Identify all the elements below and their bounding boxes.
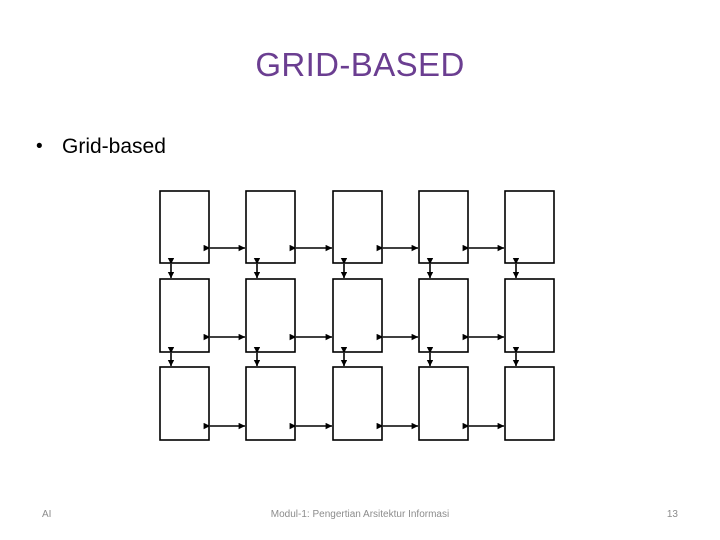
grid-node	[418, 278, 469, 353]
grid-node	[418, 366, 469, 441]
grid-node	[332, 190, 383, 264]
bullet-item-label: Grid-based	[62, 135, 166, 158]
grid-node	[418, 190, 469, 264]
grid-node	[504, 278, 555, 353]
grid-node	[332, 366, 383, 441]
grid-node	[504, 366, 555, 441]
horizontal-connectors	[203, 244, 505, 430]
list-item: • Grid-based	[36, 132, 676, 162]
bullet-marker-icon: •	[36, 136, 43, 157]
grid-node	[504, 190, 555, 264]
grid-node	[245, 366, 296, 441]
grid-node	[332, 278, 383, 353]
page-title: GRID-BASED	[255, 46, 465, 83]
slide-number: 13	[666, 509, 678, 520]
grid-node	[159, 366, 210, 441]
footer-left-label: AI	[42, 509, 52, 520]
grid-based-layout-diagram	[140, 180, 580, 460]
vertical-connectors	[167, 258, 520, 367]
grid-node	[159, 278, 210, 353]
grid-node	[245, 190, 296, 264]
grid-node	[245, 278, 296, 353]
bullet-list: • Grid-based	[36, 132, 676, 162]
grid-node	[159, 190, 210, 264]
footer-center-label: Modul-1: Pengertian Arsitektur Informasi	[270, 509, 450, 520]
slide-footer: AI Modul-1: Pengertian Arsitektur Inform…	[0, 505, 720, 527]
diagram-nodes	[159, 190, 555, 441]
